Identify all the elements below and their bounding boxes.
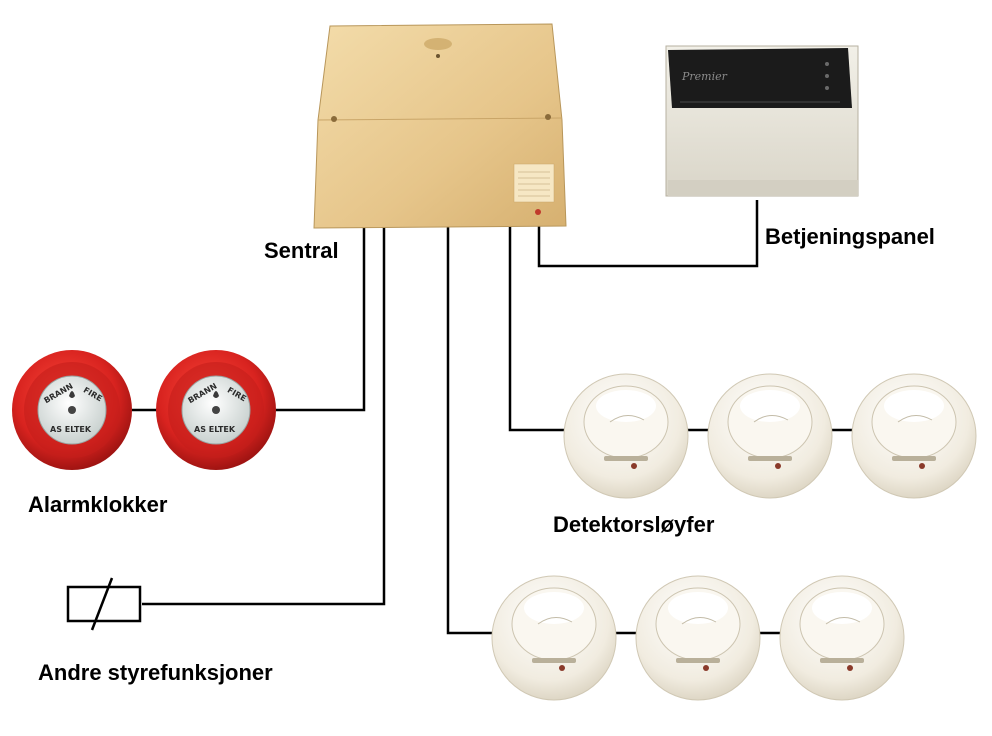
label-detector-loops: Detektorsløyfer bbox=[553, 512, 715, 537]
wire-to-control-panel bbox=[537, 200, 759, 268]
control-panel: Premier bbox=[665, 45, 859, 197]
smoke-detector-icon bbox=[563, 373, 689, 499]
smoke-detector-icon bbox=[491, 575, 617, 701]
label-alarm-bells: Alarmklokker bbox=[28, 492, 168, 517]
smoke-detector-icon bbox=[779, 575, 905, 701]
smoke-detector-icon bbox=[635, 575, 761, 701]
label-control-panel: Betjeningspanel bbox=[765, 224, 935, 249]
label-central: Sentral bbox=[264, 238, 339, 263]
alarm-bell: BRANN FIRE AS ELTEK bbox=[156, 350, 276, 470]
wire-to-lower-detector-loop bbox=[446, 226, 496, 635]
label-other-controls: Andre styrefunksjoner bbox=[38, 660, 273, 685]
alarm-bell: BRANN FIRE AS ELTEK bbox=[12, 350, 132, 470]
smoke-detector-icon bbox=[707, 373, 833, 499]
central-unit bbox=[313, 23, 567, 229]
relay-coil-icon bbox=[66, 577, 142, 631]
wiring bbox=[132, 200, 856, 635]
wire-to-upper-detector-loop bbox=[508, 226, 566, 432]
bell-text-eltek: AS ELTEK bbox=[194, 425, 236, 434]
bell-text-eltek: AS ELTEK bbox=[50, 425, 92, 434]
control-panel-brand: Premier bbox=[681, 70, 728, 83]
smoke-detector-icon bbox=[851, 373, 977, 499]
wire-to-alarm-bells bbox=[276, 226, 366, 412]
wire-to-relay bbox=[142, 226, 386, 606]
